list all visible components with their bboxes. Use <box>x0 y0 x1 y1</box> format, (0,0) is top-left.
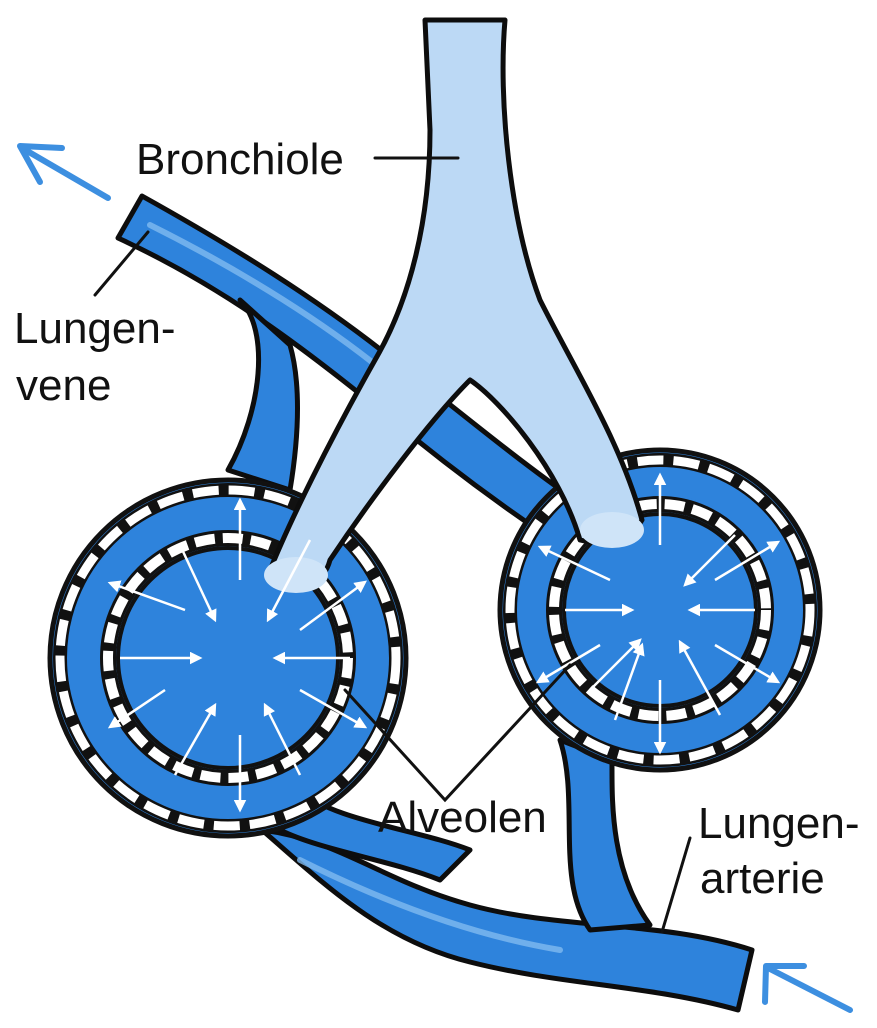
artery-label-line1: Lungen- <box>698 799 859 848</box>
alveoli-label: Alveolen <box>378 793 547 842</box>
bronchiole <box>268 20 642 581</box>
artery-label-line2: arterie <box>700 854 825 903</box>
inflow-arrow-icon <box>765 966 850 1010</box>
artery-leader <box>662 838 690 932</box>
pulmonary-artery <box>262 830 752 1010</box>
vein-label-line1: Lungen- <box>14 304 175 353</box>
outflow-arrow-icon <box>20 146 108 198</box>
vein-label-line2: vene <box>16 361 111 410</box>
alveolus-left <box>50 480 406 836</box>
bronchiole-label: Bronchiole <box>136 135 344 184</box>
